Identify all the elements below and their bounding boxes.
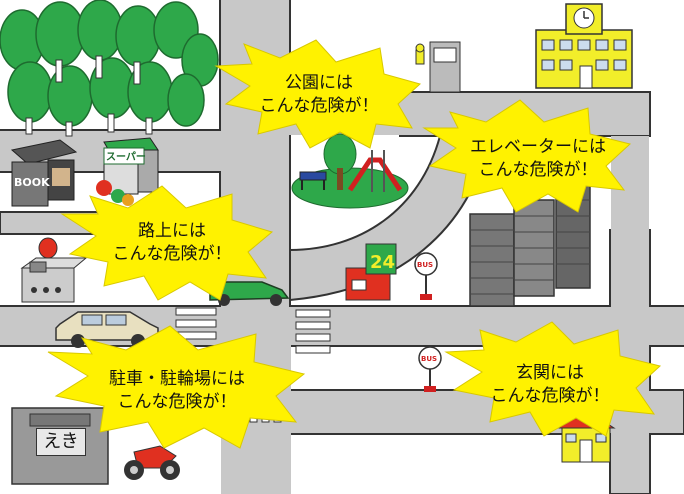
bubble-street-line1: 路上には: [138, 221, 206, 241]
bus-stop-upper: BUS: [414, 252, 438, 300]
bubble-parking-line1: 駐車・駐輪場には: [109, 369, 245, 389]
bubble-elevator-shape: [422, 99, 632, 213]
forest: [0, 0, 219, 137]
book-sign: BOOK: [14, 176, 50, 189]
bubble-entrance: 玄関には こんな危険が！: [470, 362, 630, 408]
bubble-entrance-shape: [444, 321, 662, 437]
bubble-street: 路上には こんな危険が！: [92, 220, 252, 266]
bookstore: BOOK: [10, 139, 78, 207]
bubble-entrance-line1: 玄関には: [516, 363, 584, 383]
bubble-elevator-line2: こんな危険が！: [478, 160, 598, 180]
bubble-park-line1: 公園には: [285, 73, 353, 93]
bubble-parking: 駐車・駐輪場には こんな危険が！: [82, 368, 272, 414]
store-24-sign: 24: [370, 252, 395, 273]
bubble-street-line2: こんな危険が！: [112, 244, 232, 264]
school: [535, 3, 633, 89]
crosswalk-left: [175, 307, 217, 340]
police-box: [20, 237, 88, 303]
bubble-elevator: エレベーターには こんな危険が！: [448, 136, 628, 182]
phone-booth: [415, 41, 461, 93]
station-sign: えき: [36, 428, 86, 456]
park-playground: [291, 133, 409, 209]
supermarket-sign: スーパー: [106, 151, 146, 163]
bubble-park: 公園には こんな危険が！: [244, 72, 394, 118]
bubble-park-shape: [214, 39, 422, 149]
supermarket: スーパー: [96, 137, 159, 206]
motorcycle: [124, 445, 180, 480]
crosswalk-center: [295, 309, 331, 354]
bus-stop-upper-sign: BUS: [417, 261, 433, 269]
bus-stop-lower: BUS: [418, 346, 442, 392]
bubble-street-shape: [60, 185, 274, 301]
bubble-elevator-line1: エレベーターには: [470, 137, 606, 157]
bubble-entrance-line2: こんな危険が！: [490, 386, 610, 406]
convenience-store: 24: [345, 243, 397, 301]
bubble-park-line2: こんな危険が！: [259, 96, 379, 116]
bubble-parking-line2: こんな危険が！: [117, 392, 237, 412]
bus-stop-lower-sign: BUS: [421, 355, 437, 363]
bubble-parking-shape: [47, 325, 306, 449]
